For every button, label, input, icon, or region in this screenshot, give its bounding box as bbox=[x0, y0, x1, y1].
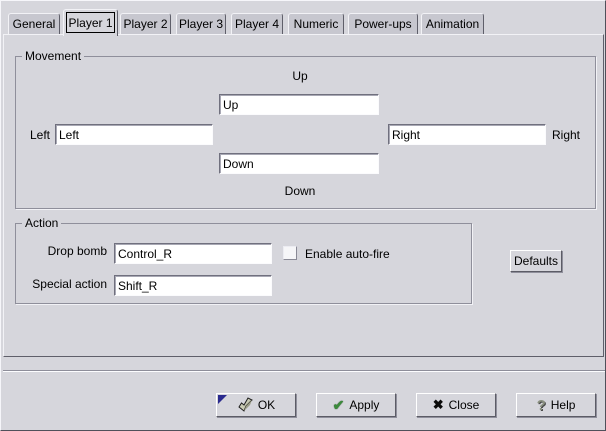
help-question-icon: ? bbox=[536, 396, 546, 414]
up-label: Up bbox=[292, 69, 308, 83]
tab-numeric[interactable]: Numeric bbox=[288, 13, 344, 34]
footer-separator bbox=[3, 370, 605, 372]
apply-button[interactable]: ✔ Apply bbox=[316, 393, 396, 417]
tab-player-4[interactable]: Player 4 bbox=[231, 13, 283, 34]
action-group-label: Action bbox=[22, 216, 62, 230]
tab-general[interactable]: General bbox=[8, 13, 60, 34]
action-group: Action bbox=[15, 216, 472, 304]
down-key-input[interactable] bbox=[219, 153, 379, 174]
defaults-button[interactable]: Defaults bbox=[510, 250, 562, 272]
left-label: Left bbox=[29, 128, 50, 142]
close-x-icon: ✖ bbox=[432, 397, 444, 412]
apply-check-icon: ✔ bbox=[332, 396, 345, 413]
tab-player-2[interactable]: Player 2 bbox=[120, 13, 171, 34]
close-button[interactable]: ✖ Close bbox=[416, 393, 496, 417]
tab-focus-rect bbox=[66, 12, 115, 33]
right-key-input[interactable] bbox=[388, 124, 546, 145]
drop-bomb-key-input[interactable] bbox=[114, 243, 272, 264]
right-label: Right bbox=[552, 128, 581, 142]
up-key-input[interactable] bbox=[219, 94, 379, 115]
down-label: Down bbox=[284, 184, 316, 198]
left-key-input[interactable] bbox=[55, 124, 213, 145]
default-button-marker bbox=[218, 395, 227, 404]
special-action-label: Special action bbox=[32, 277, 107, 291]
autofire-label: Enable auto-fire bbox=[305, 247, 390, 261]
ok-button[interactable]: OK bbox=[216, 393, 296, 417]
special-action-key-input[interactable] bbox=[114, 275, 272, 296]
tab-player-1[interactable]: Player 1 bbox=[63, 9, 118, 36]
tab-player-3[interactable]: Player 3 bbox=[176, 13, 226, 34]
tab-animation[interactable]: Animation bbox=[421, 13, 484, 34]
autofire-checkbox[interactable] bbox=[283, 246, 297, 260]
movement-group: Movement bbox=[15, 49, 596, 209]
help-button[interactable]: ? Help bbox=[516, 393, 596, 417]
movement-group-label: Movement bbox=[22, 49, 85, 63]
drop-bomb-label: Drop bomb bbox=[47, 244, 107, 258]
tab-power-ups[interactable]: Power-ups bbox=[348, 13, 418, 34]
ok-check-icon bbox=[238, 397, 253, 412]
